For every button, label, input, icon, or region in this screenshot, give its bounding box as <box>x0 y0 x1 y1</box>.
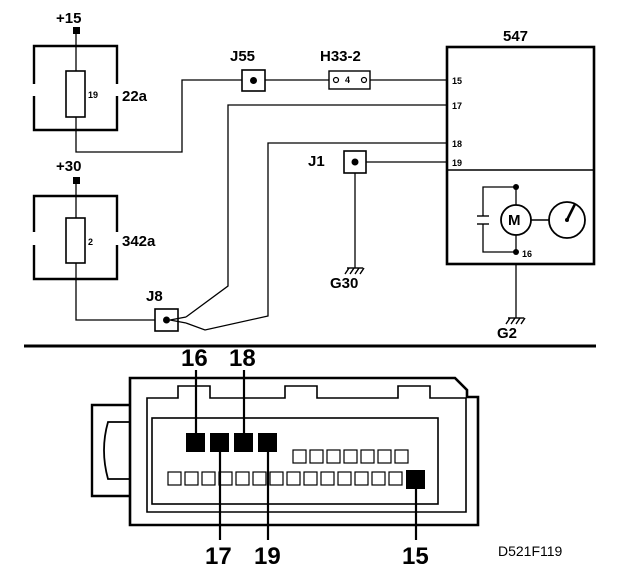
pin-16-cell <box>186 433 205 452</box>
g30-label: G30 <box>330 275 358 292</box>
connector-face <box>90 376 480 527</box>
connector-label-17: 17 <box>205 543 232 570</box>
reference-code: D521F119 <box>498 543 563 559</box>
junction-j55 <box>241 69 266 92</box>
pin-17-cell <box>210 433 229 452</box>
fuse-342a <box>32 177 119 281</box>
junction-j8 <box>154 308 187 332</box>
ecu-547 <box>445 45 596 266</box>
junction-j1 <box>343 150 367 174</box>
pin-15-cell <box>406 470 425 489</box>
connector-pin-grid <box>167 433 425 489</box>
pin-17-label: 17 <box>452 101 462 111</box>
wires <box>75 79 517 331</box>
h33-pin-label: 4 <box>345 75 350 85</box>
pin-18-label: 18 <box>452 139 462 149</box>
g2-label: G2 <box>497 325 517 342</box>
fuse-342a-rating: 2 <box>88 237 93 247</box>
connector-label-16: 16 <box>181 345 208 372</box>
connector-label-15: 15 <box>402 543 429 570</box>
fuse-22a <box>32 27 119 132</box>
h33-label: H33-2 <box>320 48 361 65</box>
pin-16-label: 16 <box>522 249 532 259</box>
motor-label: M <box>508 212 521 229</box>
pin-15-label: 15 <box>452 76 462 86</box>
j8-label: J8 <box>146 288 163 305</box>
connector-label-19: 19 <box>254 543 281 570</box>
connector-label-18: 18 <box>229 345 256 372</box>
j55-label: J55 <box>230 48 255 65</box>
pin-leaders <box>194 370 418 540</box>
ecu-label: 547 <box>503 28 528 45</box>
fuse-22a-label: 22a <box>122 88 148 105</box>
ground-g30 <box>344 267 365 275</box>
ground-g2 <box>505 317 526 325</box>
supply-30-label: +30 <box>56 158 81 175</box>
pin-19-cell <box>258 433 277 452</box>
fuse-22a-rating: 19 <box>88 90 98 100</box>
connector-h33-2 <box>328 70 371 90</box>
j1-label: J1 <box>308 153 325 170</box>
fuse-342a-label: 342a <box>122 233 156 250</box>
pin-19-label: 19 <box>452 158 462 168</box>
pin-18-cell <box>234 433 253 452</box>
supply-15-label: +15 <box>56 10 81 27</box>
